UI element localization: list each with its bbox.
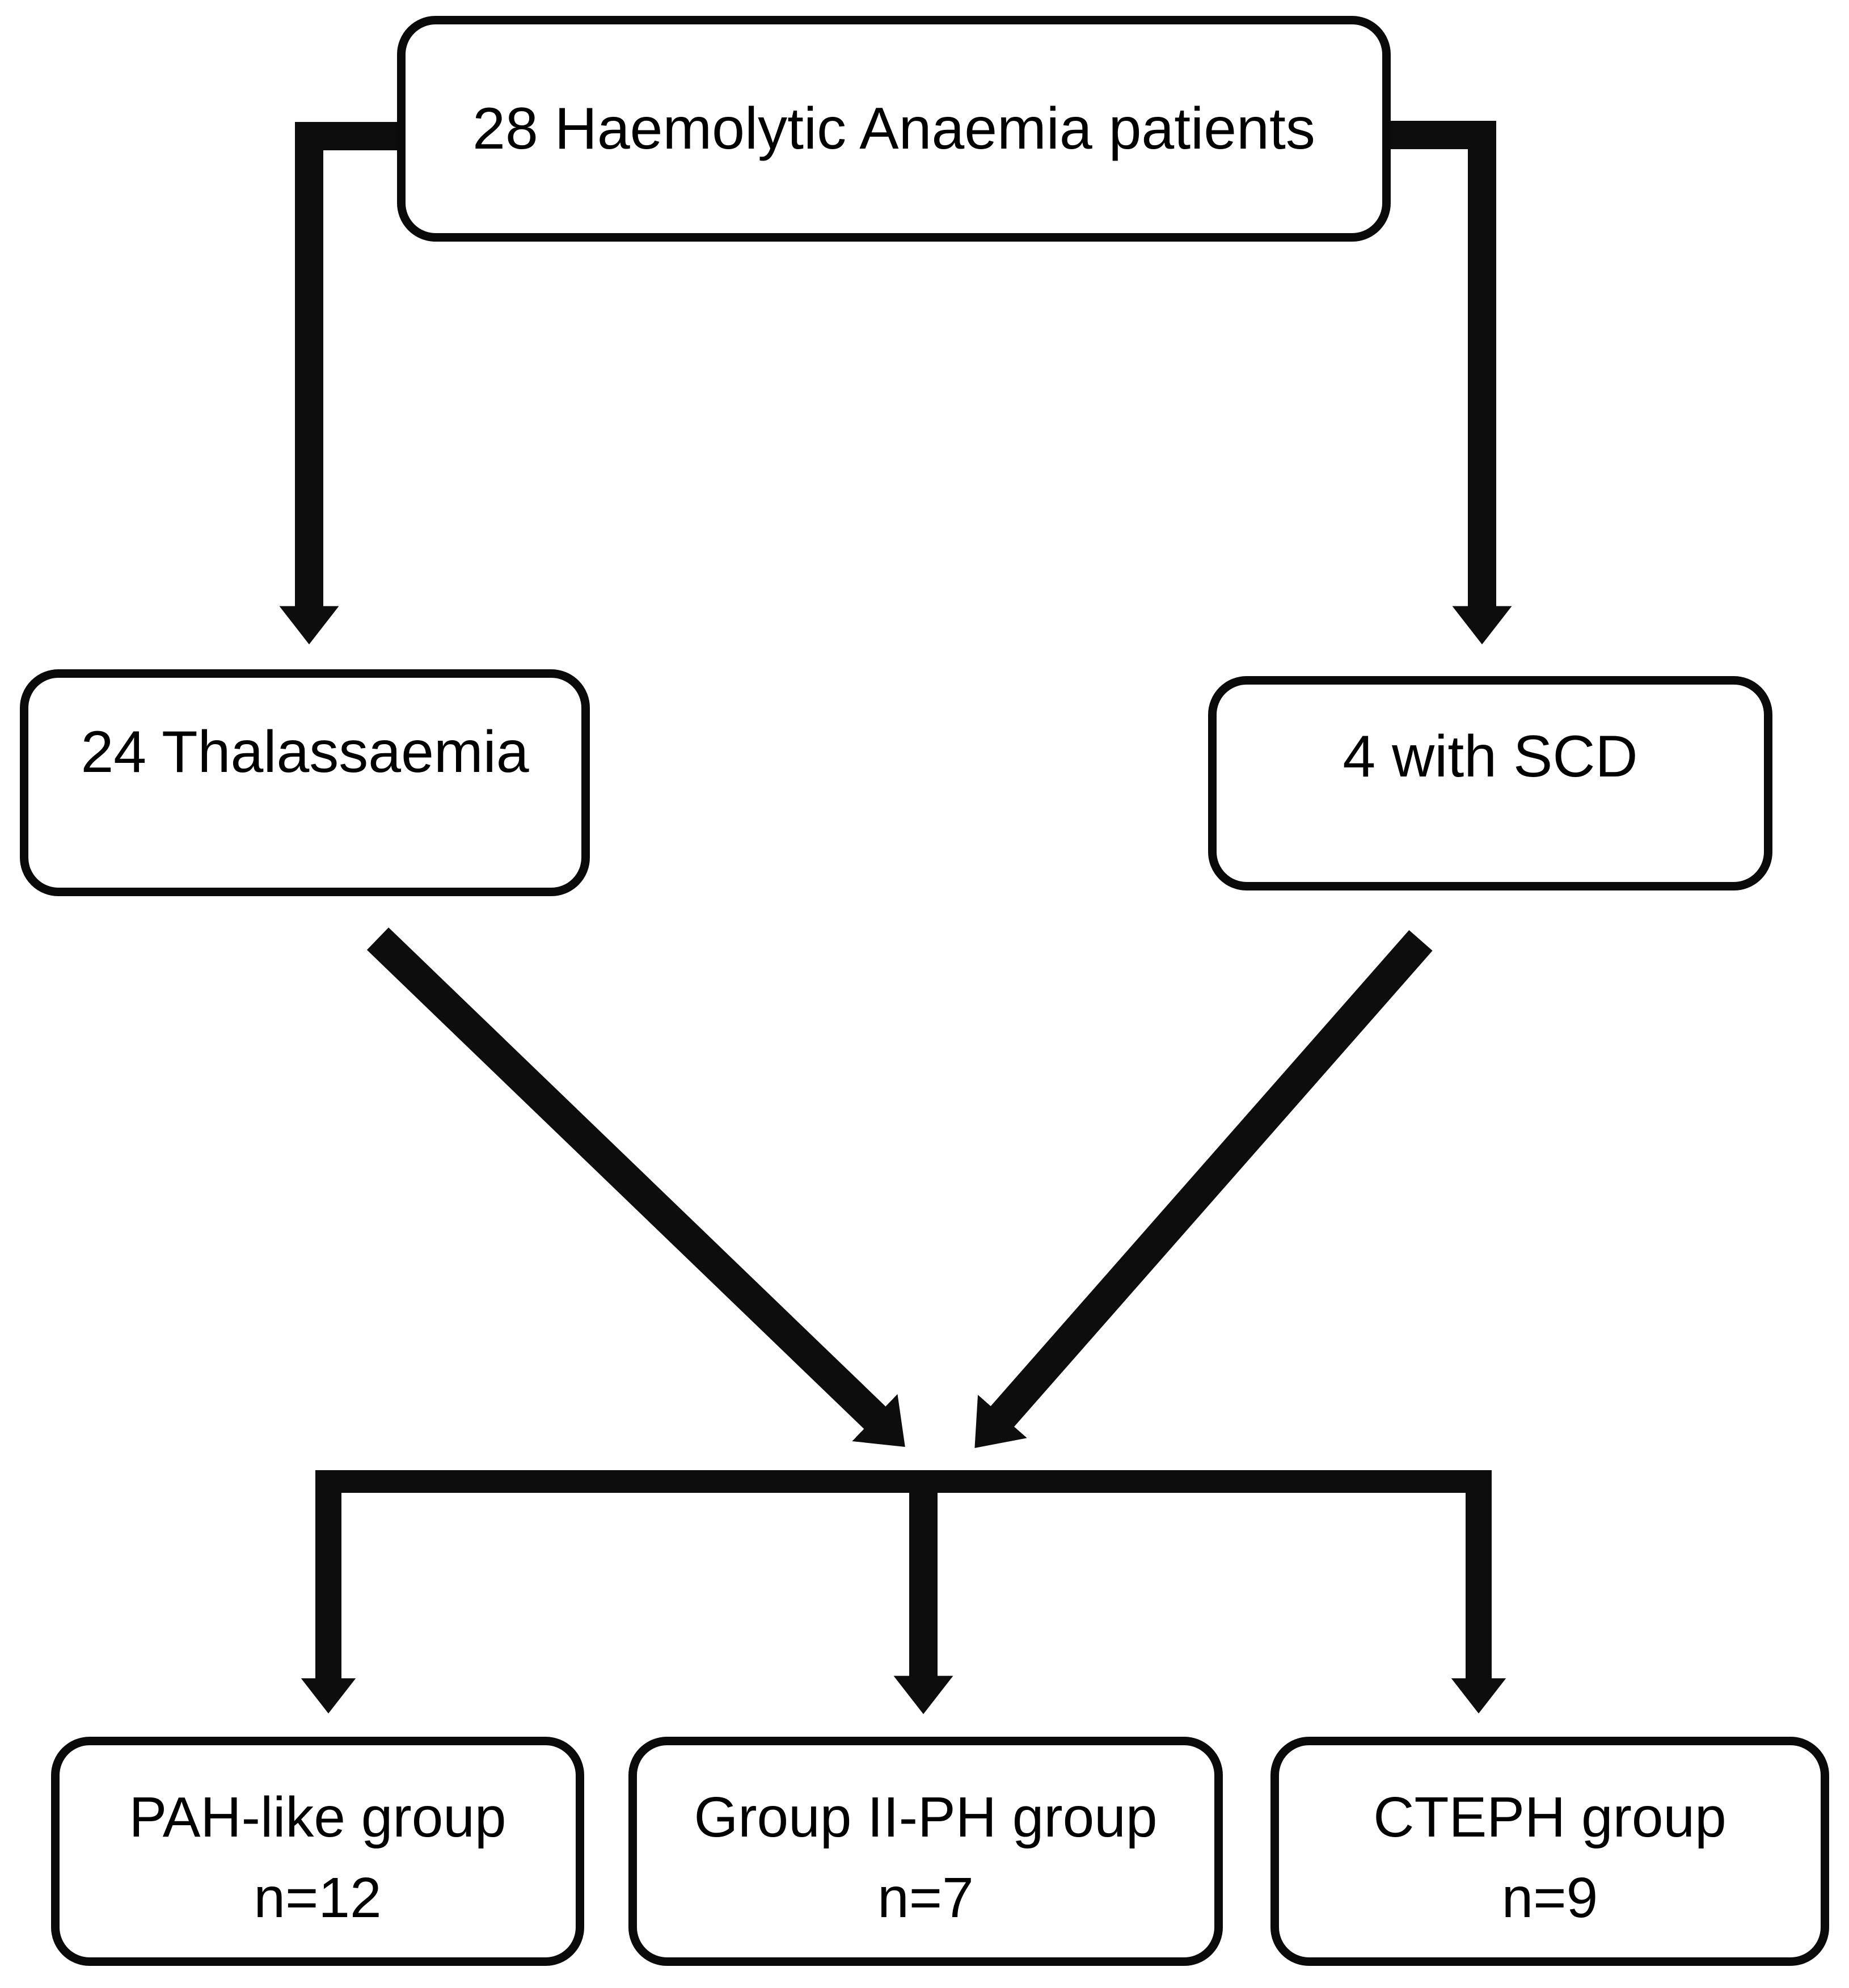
node-scd: 4 with SCD: [1208, 676, 1772, 890]
node-total-patients-label: 28 Haemolytic Anaemia patients: [472, 96, 1315, 162]
node-thalassaemia: 24 Thalassaemia: [20, 669, 590, 896]
node-cteph-group: CTEPH group n=9: [1270, 1737, 1829, 1966]
arrow-thalassaemia-to-junction: [366, 927, 905, 1447]
node-group2-ph-group-count: n=7: [877, 1866, 974, 1930]
node-total-patients: 28 Haemolytic Anaemia patients: [397, 16, 1391, 242]
node-pah-like-group-count: n=12: [254, 1866, 382, 1930]
node-cteph-group-label: CTEPH group: [1373, 1786, 1726, 1849]
node-group2-ph-group-label: Group II-PH group: [694, 1786, 1158, 1849]
node-thalassaemia-label: 24 Thalassaemia: [81, 719, 529, 785]
arrow-total-to-thalassaemia: [279, 122, 400, 645]
node-group2-ph-group: Group II-PH group n=7: [628, 1737, 1223, 1966]
arrow-total-to-scd: [1387, 121, 1512, 645]
node-pah-like-group-label: PAH-like group: [129, 1786, 506, 1849]
node-pah-like-group: PAH-like group n=12: [51, 1737, 584, 1966]
node-cteph-group-count: n=9: [1501, 1866, 1598, 1930]
arrow-scd-to-junction: [974, 930, 1433, 1448]
node-scd-label: 4 with SCD: [1343, 724, 1638, 790]
